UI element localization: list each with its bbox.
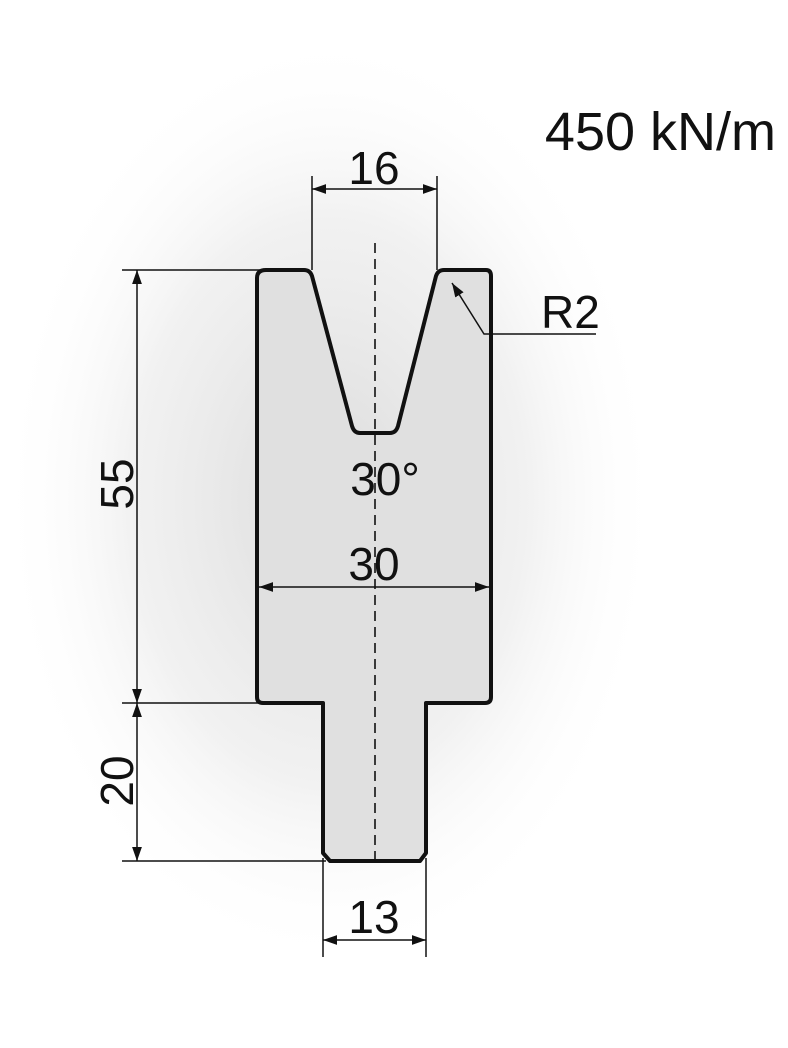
dimension-width-body-label: 30	[348, 538, 399, 590]
dimension-v-opening-label: 16	[348, 142, 399, 194]
angle-label: 30°	[350, 453, 420, 505]
dimension-height-tang-label: 20	[91, 755, 143, 806]
dimension-height-body-label: 55	[91, 458, 143, 509]
radius-label: R2	[541, 286, 600, 338]
dimension-width-tang-label: 13	[348, 891, 399, 943]
load-rating: 450 kN/m	[545, 102, 776, 162]
radius-leader	[451, 282, 596, 335]
die-profile	[255, 268, 493, 863]
